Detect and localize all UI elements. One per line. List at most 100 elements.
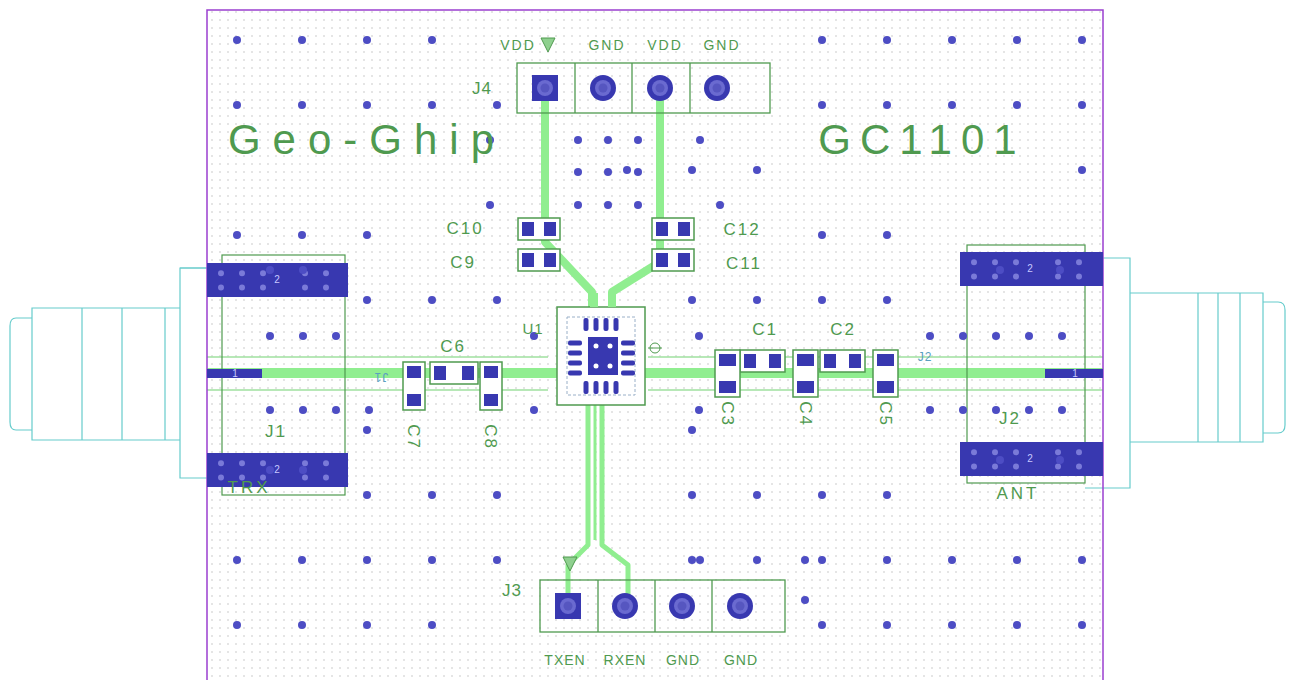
reference-designator: J4 [472, 80, 492, 97]
via [299, 466, 307, 474]
via [818, 101, 826, 109]
capacitor-pad [849, 354, 861, 368]
via [332, 406, 340, 414]
via [363, 231, 371, 239]
via [493, 556, 501, 564]
via [233, 556, 241, 564]
via [266, 266, 274, 274]
rf-trace [640, 368, 1103, 378]
capacitor-footprint [430, 362, 478, 384]
capacitor-pad [678, 253, 690, 267]
thermal-via [608, 344, 613, 349]
pad-via [1055, 259, 1061, 265]
via [688, 296, 696, 304]
round-pin-pad [590, 75, 616, 101]
via [992, 406, 1000, 414]
ic-footprint [557, 293, 662, 405]
pin-number: 1 [232, 369, 238, 379]
pad-via [302, 474, 308, 480]
via [363, 426, 371, 434]
pad-via [260, 270, 266, 276]
pad-via [302, 284, 308, 290]
reference-designator: C5 [877, 401, 894, 427]
ic-pin-pad [568, 371, 582, 376]
pad-via [992, 259, 998, 265]
ic-outline [557, 307, 645, 405]
capacitor-outline [430, 362, 478, 384]
via [266, 406, 274, 414]
capacitor-outline [740, 350, 785, 372]
pin-name: GND [666, 653, 700, 667]
round-pin-pad [727, 593, 753, 619]
reference-designator: C3 [719, 401, 736, 427]
pad-via [1013, 449, 1019, 455]
connector-line [121, 308, 122, 440]
via [695, 406, 703, 414]
pin-name: GND [724, 653, 758, 667]
reference-designator: C7 [405, 424, 422, 450]
pin-ring [537, 80, 553, 96]
round-pin-pad [669, 593, 695, 619]
via [695, 332, 703, 340]
via [1078, 36, 1086, 44]
via [623, 166, 631, 174]
via [959, 406, 967, 414]
pad-via [1076, 463, 1082, 469]
pad-via [1076, 259, 1082, 265]
via [604, 168, 612, 176]
via [428, 36, 436, 44]
via [1025, 406, 1033, 414]
ic-pin-pad [584, 318, 589, 331]
header-divider [654, 580, 655, 632]
via [493, 101, 501, 109]
capacitor-pad [462, 366, 474, 380]
capacitor-outline [518, 249, 560, 271]
via [363, 101, 371, 109]
pin-hole [656, 84, 665, 93]
brand-text: Geo-Ghip [228, 119, 506, 161]
pin-hole [713, 84, 722, 93]
capacitor-pad [824, 354, 836, 368]
via [1013, 36, 1021, 44]
vdd-trace [545, 88, 592, 312]
via [801, 596, 809, 604]
connector-line [164, 308, 165, 440]
pin-name: RXEN [604, 653, 647, 667]
capacitor-footprint [518, 218, 560, 240]
pin-number: 2 [1027, 454, 1033, 464]
capacitor-pad [544, 253, 556, 267]
capacitor-outline [518, 218, 560, 240]
sma-footprint-j1 [207, 255, 348, 495]
via [996, 266, 1004, 274]
pin1-triangle [541, 38, 555, 52]
via [883, 231, 891, 239]
pin1-triangle [563, 557, 577, 571]
capacitor-pad [719, 354, 736, 366]
gap-line [207, 356, 548, 358]
ic-pin-pad [614, 318, 619, 331]
ic-pin-pad [621, 341, 635, 346]
via [688, 426, 696, 434]
via [365, 406, 373, 414]
ground-pad [207, 263, 348, 297]
reference-designator: C1 [752, 321, 778, 338]
via [1025, 332, 1033, 340]
board-outline [207, 10, 1103, 680]
capacitor-pad [522, 222, 534, 236]
via [883, 36, 891, 44]
via [428, 296, 436, 304]
round-pin-pad [704, 75, 730, 101]
reference-designator: C4 [797, 401, 814, 427]
pad-via [1013, 273, 1019, 279]
connector-line [1197, 293, 1198, 442]
via [634, 136, 642, 144]
pad-via [1013, 463, 1019, 469]
via [574, 201, 582, 209]
via [1078, 556, 1086, 564]
pad-via [218, 460, 224, 466]
via [926, 332, 934, 340]
ic-pin-pad [621, 361, 635, 366]
via [1056, 456, 1064, 464]
pin-name: TXEN [544, 653, 585, 667]
via [363, 36, 371, 44]
